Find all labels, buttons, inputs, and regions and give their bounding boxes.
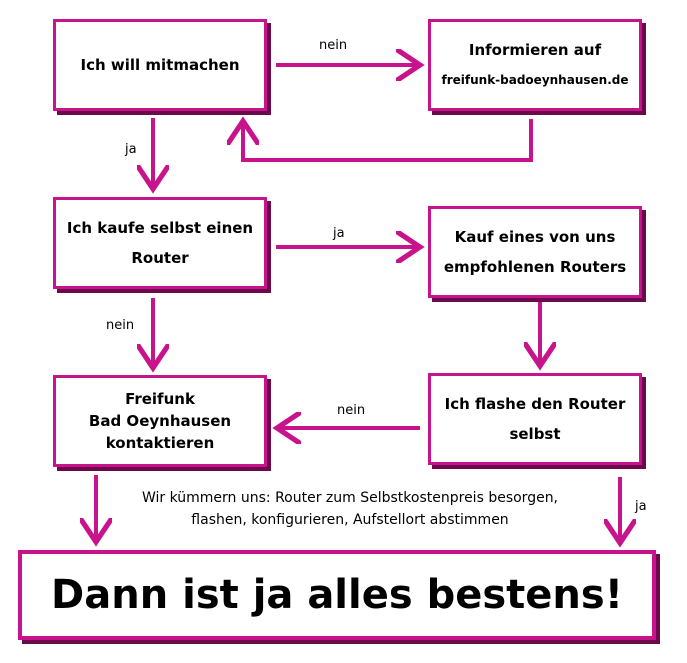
box-kauf-empfohlen-line2: empfohlenen Routers	[443, 258, 627, 276]
box-kontaktieren-line1: Freifunk	[125, 390, 195, 408]
box-final: Dann ist ja alles bestens!	[18, 550, 656, 640]
box-kaufe-selbst: Ich kaufe selbst einen Router	[53, 197, 267, 289]
box-kontaktieren: Freifunk Bad Oeynhausen kontaktieren	[53, 375, 267, 467]
arrow-informieren-back-to-mitmachen	[243, 119, 533, 162]
box-final-text: Dann ist ja alles bestens!	[51, 572, 623, 618]
box-kaufe-selbst-line2: Router	[131, 249, 189, 267]
box-flashe-line1: Ich flashe den Router	[444, 395, 626, 413]
label-ja-right-bottom: ja	[635, 499, 647, 514]
service-note-line2: flashen, konfigurieren, Aufstellort abst…	[191, 512, 509, 528]
label-ja-middle: ja	[333, 226, 345, 241]
label-ja-left-top: ja	[125, 142, 137, 157]
label-nein-top: nein	[319, 38, 348, 53]
box-kaufe-selbst-line1: Ich kaufe selbst einen	[66, 219, 254, 237]
box-informieren-url: freifunk-badoeynhausen.de	[441, 73, 629, 87]
box-flashe-line2: selbst	[509, 425, 561, 443]
box-informieren-line1: Informieren auf	[468, 41, 602, 59]
box-kontaktieren-line3: kontaktieren	[105, 434, 215, 452]
box-mitmachen-label: Ich will mitmachen	[80, 56, 240, 74]
label-nein-bottom: nein	[337, 403, 366, 418]
box-kauf-empfohlen-line1: Kauf eines von uns	[454, 228, 616, 246]
box-kontaktieren-line2: Bad Oeynhausen	[88, 412, 232, 430]
service-note-line1: Wir kümmern uns: Router zum Selbstkosten…	[141, 490, 559, 506]
service-note: Wir kümmern uns: Router zum Selbstkosten…	[120, 487, 580, 531]
box-mitmachen: Ich will mitmachen	[53, 19, 267, 111]
label-nein-left-middle: nein	[106, 318, 135, 333]
box-flashe: Ich flashe den Router selbst	[428, 373, 642, 465]
box-informieren: Informieren auf freifunk-badoeynhausen.d…	[428, 19, 642, 111]
box-kauf-empfohlen: Kauf eines von uns empfohlenen Routers	[428, 206, 642, 298]
